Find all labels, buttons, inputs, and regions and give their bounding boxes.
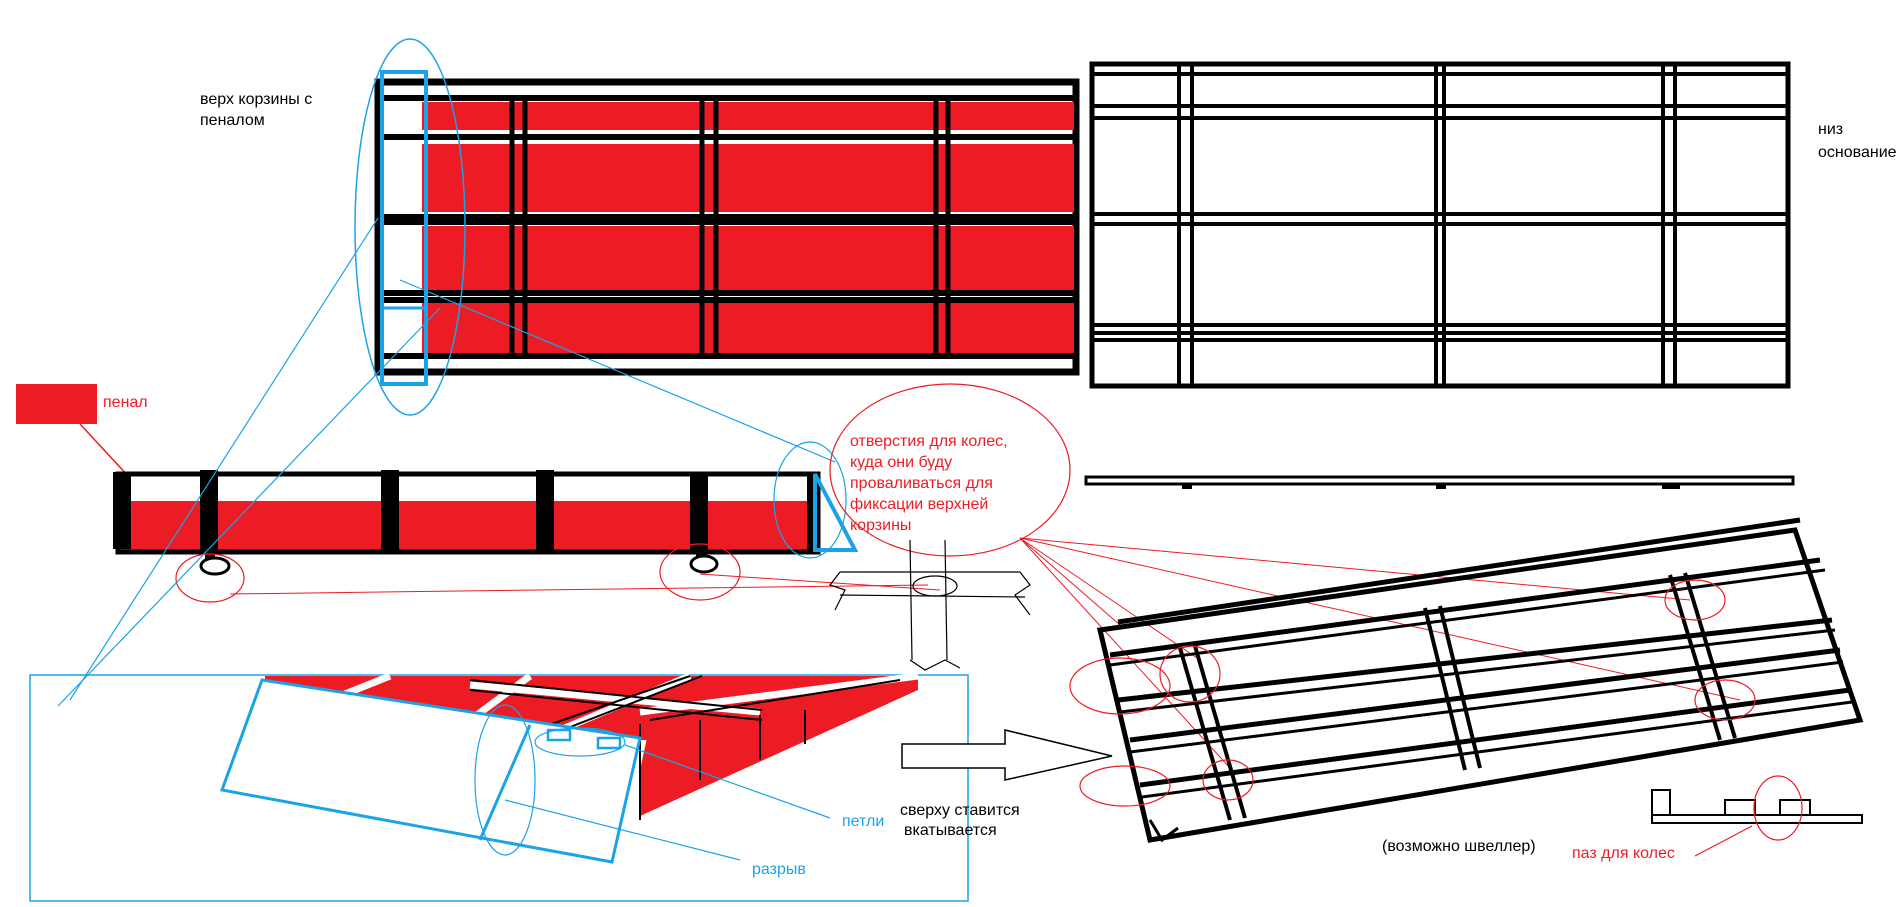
- bottom-base-plan: [1089, 61, 1791, 389]
- top-basket-title: верх корзины с пеналом: [200, 91, 317, 129]
- hinges-label: петли: [842, 813, 884, 830]
- bottom-base-side: [1084, 475, 1795, 489]
- wheel-right: [689, 552, 719, 574]
- wheel-left: [199, 552, 231, 576]
- arrow-right-icon: [901, 729, 1113, 781]
- channel-note: (возможно швеллер): [1382, 838, 1536, 855]
- penal-label: пенал: [103, 394, 148, 411]
- penal-blue-box: [380, 70, 428, 386]
- penal-legend-swatch: [16, 384, 97, 424]
- bottom-base-title: низ основание: [1818, 121, 1897, 161]
- lid-detail-frame: [29, 674, 969, 902]
- wheel-holes-note: отверстия для колес, куда они буду прова…: [850, 433, 1012, 534]
- placement-note: сверху ставится вкатывается: [900, 802, 1024, 839]
- top-basket-plan: [354, 38, 1080, 416]
- lid-perspective: [219, 672, 919, 864]
- wheel-groove-label: паз для колес: [1572, 845, 1675, 862]
- tilted-base-perspective: [1096, 517, 1864, 843]
- channel-profile: [1651, 789, 1863, 824]
- basket-side-view: [113, 441, 859, 603]
- wheel-holes-bubble: [829, 383, 1071, 557]
- junction-sketch: [829, 539, 1031, 671]
- gap-label: разрыв: [752, 861, 806, 878]
